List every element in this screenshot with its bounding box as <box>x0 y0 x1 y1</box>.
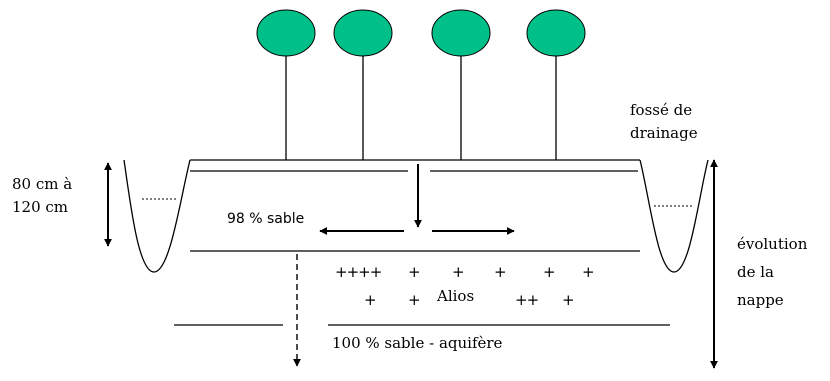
ditch-label-line-1: fossé de <box>630 101 693 119</box>
alios-mark: + <box>408 263 421 281</box>
tree-crown-1 <box>256 9 316 57</box>
aquifer-sand-label: 100 % sable - aquifère <box>332 334 503 352</box>
water-table-label-line-2: de la <box>737 263 774 281</box>
tree-crown-2 <box>333 9 393 57</box>
sand-98-label: 98 % sable <box>227 211 305 227</box>
alios-mark: + <box>494 263 507 281</box>
tree-crown-3 <box>431 9 491 57</box>
alios-mark: + <box>452 263 465 281</box>
alios-mark: + <box>364 291 377 309</box>
right-ditch <box>639 159 709 273</box>
alios-label: Alios <box>437 287 475 305</box>
depth-label-line-1: 80 cm à <box>12 175 73 193</box>
alios-mark: ++++ <box>335 263 382 281</box>
alios-mark: + <box>543 263 556 281</box>
ditch-label-line-2: drainage <box>630 124 698 142</box>
left-ditch <box>123 159 191 273</box>
water-table-label-line-1: évolution <box>737 235 808 253</box>
alios-mark: + <box>562 291 575 309</box>
tree-crown-4 <box>526 9 586 57</box>
water-table-label-line-3: nappe <box>737 291 784 309</box>
alios-mark: ++ <box>515 291 539 309</box>
alios-mark: + <box>582 263 595 281</box>
alios-mark: + <box>408 291 421 309</box>
depth-label-line-2: 120 cm <box>12 198 69 216</box>
